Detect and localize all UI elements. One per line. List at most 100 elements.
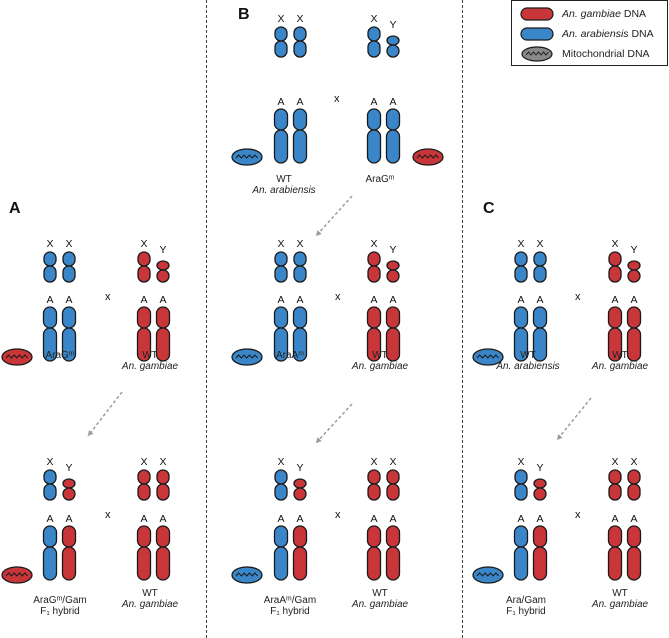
chromosome-label: A (159, 513, 167, 525)
autosome-arm (42, 525, 58, 548)
autosome-arm (385, 129, 401, 164)
x-chromosome-arm (137, 483, 151, 501)
caption: WT (612, 350, 628, 361)
chromosome-label: X (277, 456, 285, 468)
legend-arabiensis-dna: DNA (628, 28, 654, 40)
autosome-arm (607, 306, 623, 329)
x-chromosome-arm (274, 483, 288, 501)
panel-b-letter: B (238, 6, 250, 23)
caption: AraGᵐ (365, 174, 395, 185)
autosome-arm (155, 546, 171, 581)
caption: F₁ hybrid (270, 606, 310, 617)
mitochondrion-cristae (416, 154, 439, 159)
x-chromosome-arm (608, 265, 622, 283)
chromosome-label: X (140, 238, 148, 250)
chromosome-label: Y (65, 462, 73, 474)
x-chromosome-arm (367, 251, 381, 267)
chromosome-label: A (389, 294, 397, 306)
x-chromosome-arm (274, 26, 288, 42)
autosome-arm (292, 525, 308, 548)
x-chromosome-arm (137, 251, 151, 267)
chromosome-label: A (277, 513, 285, 525)
y-chromosome-arm (62, 487, 76, 501)
x-chromosome-arm (533, 251, 547, 267)
x-chromosome-arm (43, 265, 57, 283)
autosome-arm (626, 525, 642, 548)
arrow-line (556, 397, 592, 441)
mitochondrion-cristae (476, 354, 499, 359)
x-chromosome-arm (367, 265, 381, 283)
x-chromosome-arm (274, 469, 288, 485)
legend-item-gambiae: An. gambiae DNA (520, 5, 646, 23)
mitochondrion-icon (521, 46, 553, 62)
chromosome-label: X (277, 238, 285, 250)
mitochondrion-cristae (5, 354, 28, 359)
autosome-arm (366, 327, 382, 362)
autosome-arm (366, 525, 382, 548)
autosome-arm (532, 546, 548, 581)
caption-species: An. arabiensis (252, 185, 316, 196)
chromosome-label: X (46, 238, 54, 250)
panel-a-letter: A (9, 200, 21, 217)
x-chromosome-arm (608, 469, 622, 485)
autosome-arm (61, 525, 77, 548)
legend: An. gambiae DNA An. arabiensis DNA Mitoc… (511, 0, 668, 66)
chromosome-label: X (296, 13, 304, 25)
chromosome-label: A (536, 294, 544, 306)
x-chromosome-arm (274, 251, 288, 267)
autosome-arm (61, 546, 77, 581)
chromosome-label: A (65, 294, 73, 306)
y-chromosome-arm (156, 269, 170, 283)
autosome-arm (42, 546, 58, 581)
x-chromosome-arm (608, 483, 622, 501)
caption-species: An. gambiae (351, 599, 409, 610)
x-chromosome-arm (367, 469, 381, 485)
y-chromosome-arm (627, 269, 641, 283)
chromosome-label: A (517, 294, 525, 306)
autosome-arm (385, 306, 401, 329)
chromosome-label: A (630, 513, 638, 525)
autosome-arm (626, 306, 642, 329)
chromosome-label: X (389, 456, 397, 468)
autosome-arm (273, 129, 289, 164)
autosome-arm (385, 108, 401, 131)
autosome-arm (366, 546, 382, 581)
caption: WT (372, 588, 388, 599)
chromosome-label: X (536, 238, 544, 250)
cross-symbol: x (335, 291, 341, 303)
x-chromosome-arm (627, 483, 641, 501)
autosome-arm (155, 306, 171, 329)
caption: WT (276, 174, 292, 185)
mitochondrion-icon (472, 348, 504, 366)
chromosome-label: Y (389, 244, 397, 256)
x-chromosome-arm (137, 469, 151, 485)
chromosome-label: X (277, 13, 285, 25)
legend-arabiensis-species: An. arabiensis (562, 28, 629, 40)
mitochondrion-cristae (235, 354, 258, 359)
mitochondrion-icon (472, 566, 504, 584)
chromosome-label: A (277, 294, 285, 306)
y-chromosome-arm (533, 478, 547, 489)
chromosome-label: A (46, 294, 54, 306)
autosome-arm (42, 306, 58, 329)
cross-symbol: x (105, 291, 111, 303)
autosome-arm (513, 546, 529, 581)
caption: F₁ hybrid (506, 606, 546, 617)
autosome-arm (273, 306, 289, 329)
blue-chromosome-icon (520, 27, 554, 41)
autosome-arm (513, 327, 529, 362)
chromosome-label: A (389, 96, 397, 108)
autosome-arm (607, 546, 623, 581)
autosome-arm (136, 525, 152, 548)
autosome-arm (626, 546, 642, 581)
chromosome-label: A (296, 96, 304, 108)
autosome-arm (366, 108, 382, 131)
caption: AraAᵐ (276, 350, 304, 361)
chromosome-label: Y (536, 462, 544, 474)
x-chromosome-arm (43, 483, 57, 501)
chromosome-label: X (370, 13, 378, 25)
caption-species: An. gambiae (591, 361, 649, 372)
autosome-arm (513, 306, 529, 329)
autosome-arm (155, 525, 171, 548)
autosome-arm (292, 129, 308, 164)
